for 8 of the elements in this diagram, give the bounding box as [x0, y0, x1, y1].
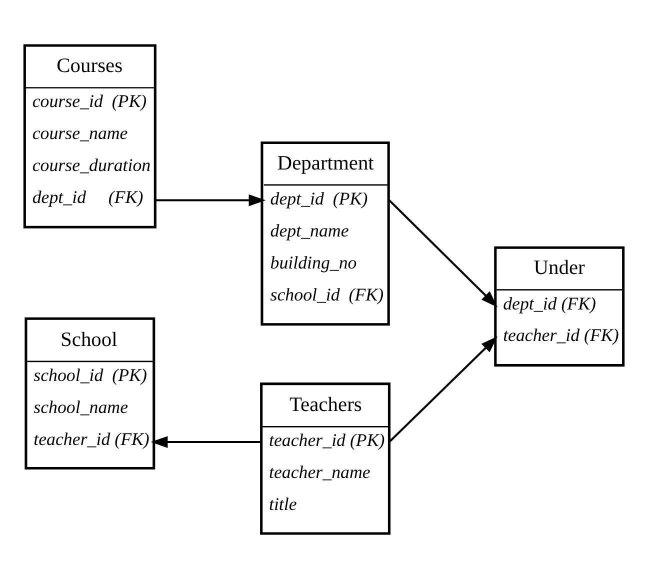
node-box: Teachers teacher_id (PK) teacher_name title: [260, 382, 391, 535]
node-box: Courses course_id (PK) course_name course_duration dept_id (FK): [23, 44, 156, 228]
node-box: School school_id (PK) school_name teacher_id (FK): [24, 317, 156, 470]
arrow: [150, 436, 262, 448]
node-box: Under dept_id (FK) teacher_id (FK): [494, 246, 625, 367]
arrow: [155, 194, 266, 206]
arrow: [388, 336, 498, 443]
arrow: [388, 200, 498, 308]
